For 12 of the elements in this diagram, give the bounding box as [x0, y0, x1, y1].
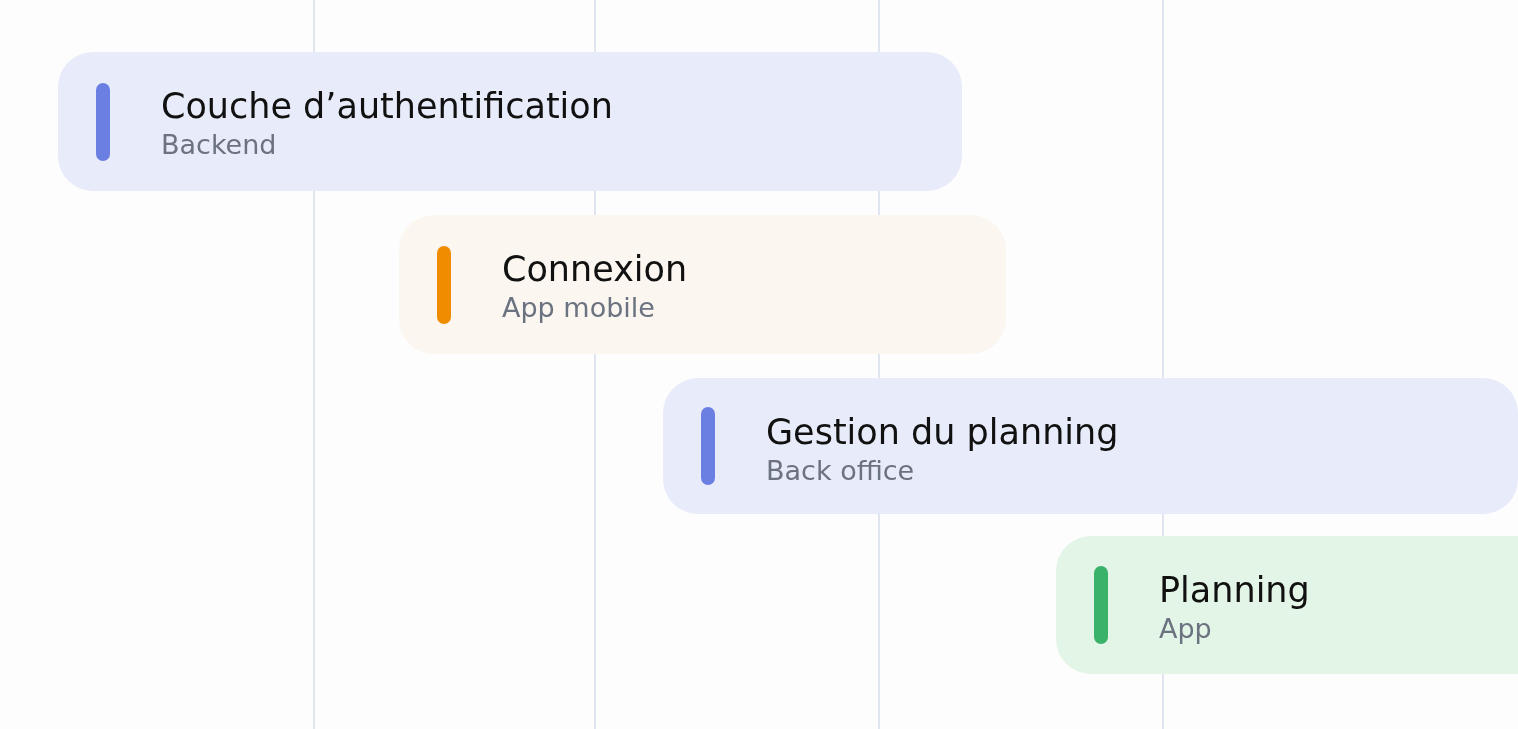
task-subtitle: App mobile	[502, 291, 655, 325]
task-title: Gestion du planning	[766, 411, 1119, 453]
task-title: Connexion	[502, 248, 688, 290]
task-title: Planning	[1159, 569, 1310, 611]
task-subtitle: Backend	[161, 128, 277, 162]
task-subtitle: Back office	[766, 454, 915, 488]
task-bar	[58, 52, 962, 191]
task-bar	[663, 378, 1518, 514]
task-bar	[399, 215, 1006, 354]
task-title: Couche d’authentification	[161, 85, 613, 127]
task-subtitle: App	[1159, 612, 1212, 646]
task-bar	[1056, 536, 1518, 674]
